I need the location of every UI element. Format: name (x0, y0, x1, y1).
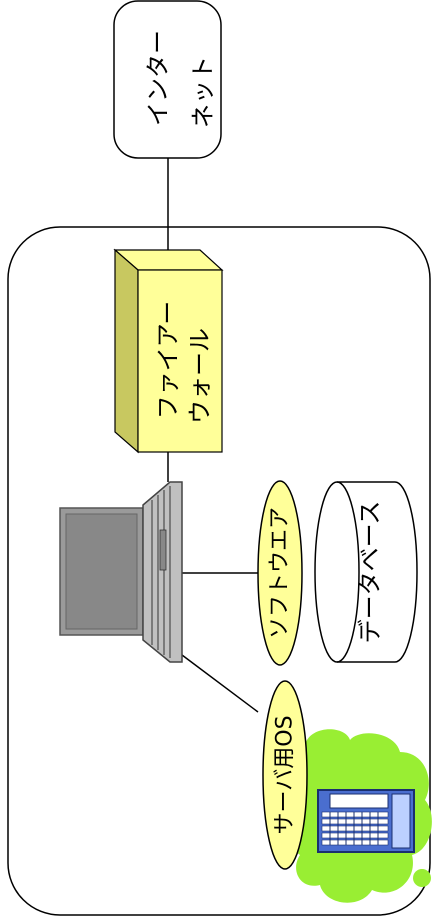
database-label: データベース (356, 501, 384, 644)
internet-node: インター ネット (113, 0, 222, 159)
laptop-serveros-link (181, 654, 259, 713)
internet-box (113, 0, 222, 159)
software-node: ソフトウエア (257, 480, 303, 666)
laptop-touchpad (159, 529, 167, 571)
server-bay-dividers (329, 812, 379, 845)
server-os-label: サーバ用OS (273, 715, 298, 834)
internet-label-line2: ネット (189, 56, 217, 128)
firewall-label-line2: ウォール (186, 328, 214, 424)
firewall-front-face (137, 269, 223, 453)
server-icon (317, 789, 415, 853)
server-drive-bays (321, 811, 389, 846)
server-os-node: サーバ用OS (262, 680, 308, 870)
laptop-keyboard-base (142, 481, 183, 663)
database-node: データベース (314, 481, 418, 663)
server-side-panel (391, 793, 411, 849)
database-cylinder-edge (336, 481, 360, 663)
laptop-screen-inner (65, 513, 138, 630)
software-label: ソフトウエア (268, 507, 293, 639)
software-ellipse (257, 480, 303, 666)
database-cylinder-body (314, 481, 418, 663)
server-os-ellipse (262, 680, 308, 870)
laptop-icon (59, 481, 183, 663)
firewall-node: ファイアー ウォール (113, 248, 224, 454)
firewall-side-face (114, 248, 139, 454)
network-boundary (7, 226, 431, 916)
server-cloud-bubble (413, 869, 431, 887)
firewall-label-line1: ファイアー (154, 301, 182, 420)
server-front-panel (329, 793, 389, 809)
internet-label-line1: インター (144, 30, 172, 126)
